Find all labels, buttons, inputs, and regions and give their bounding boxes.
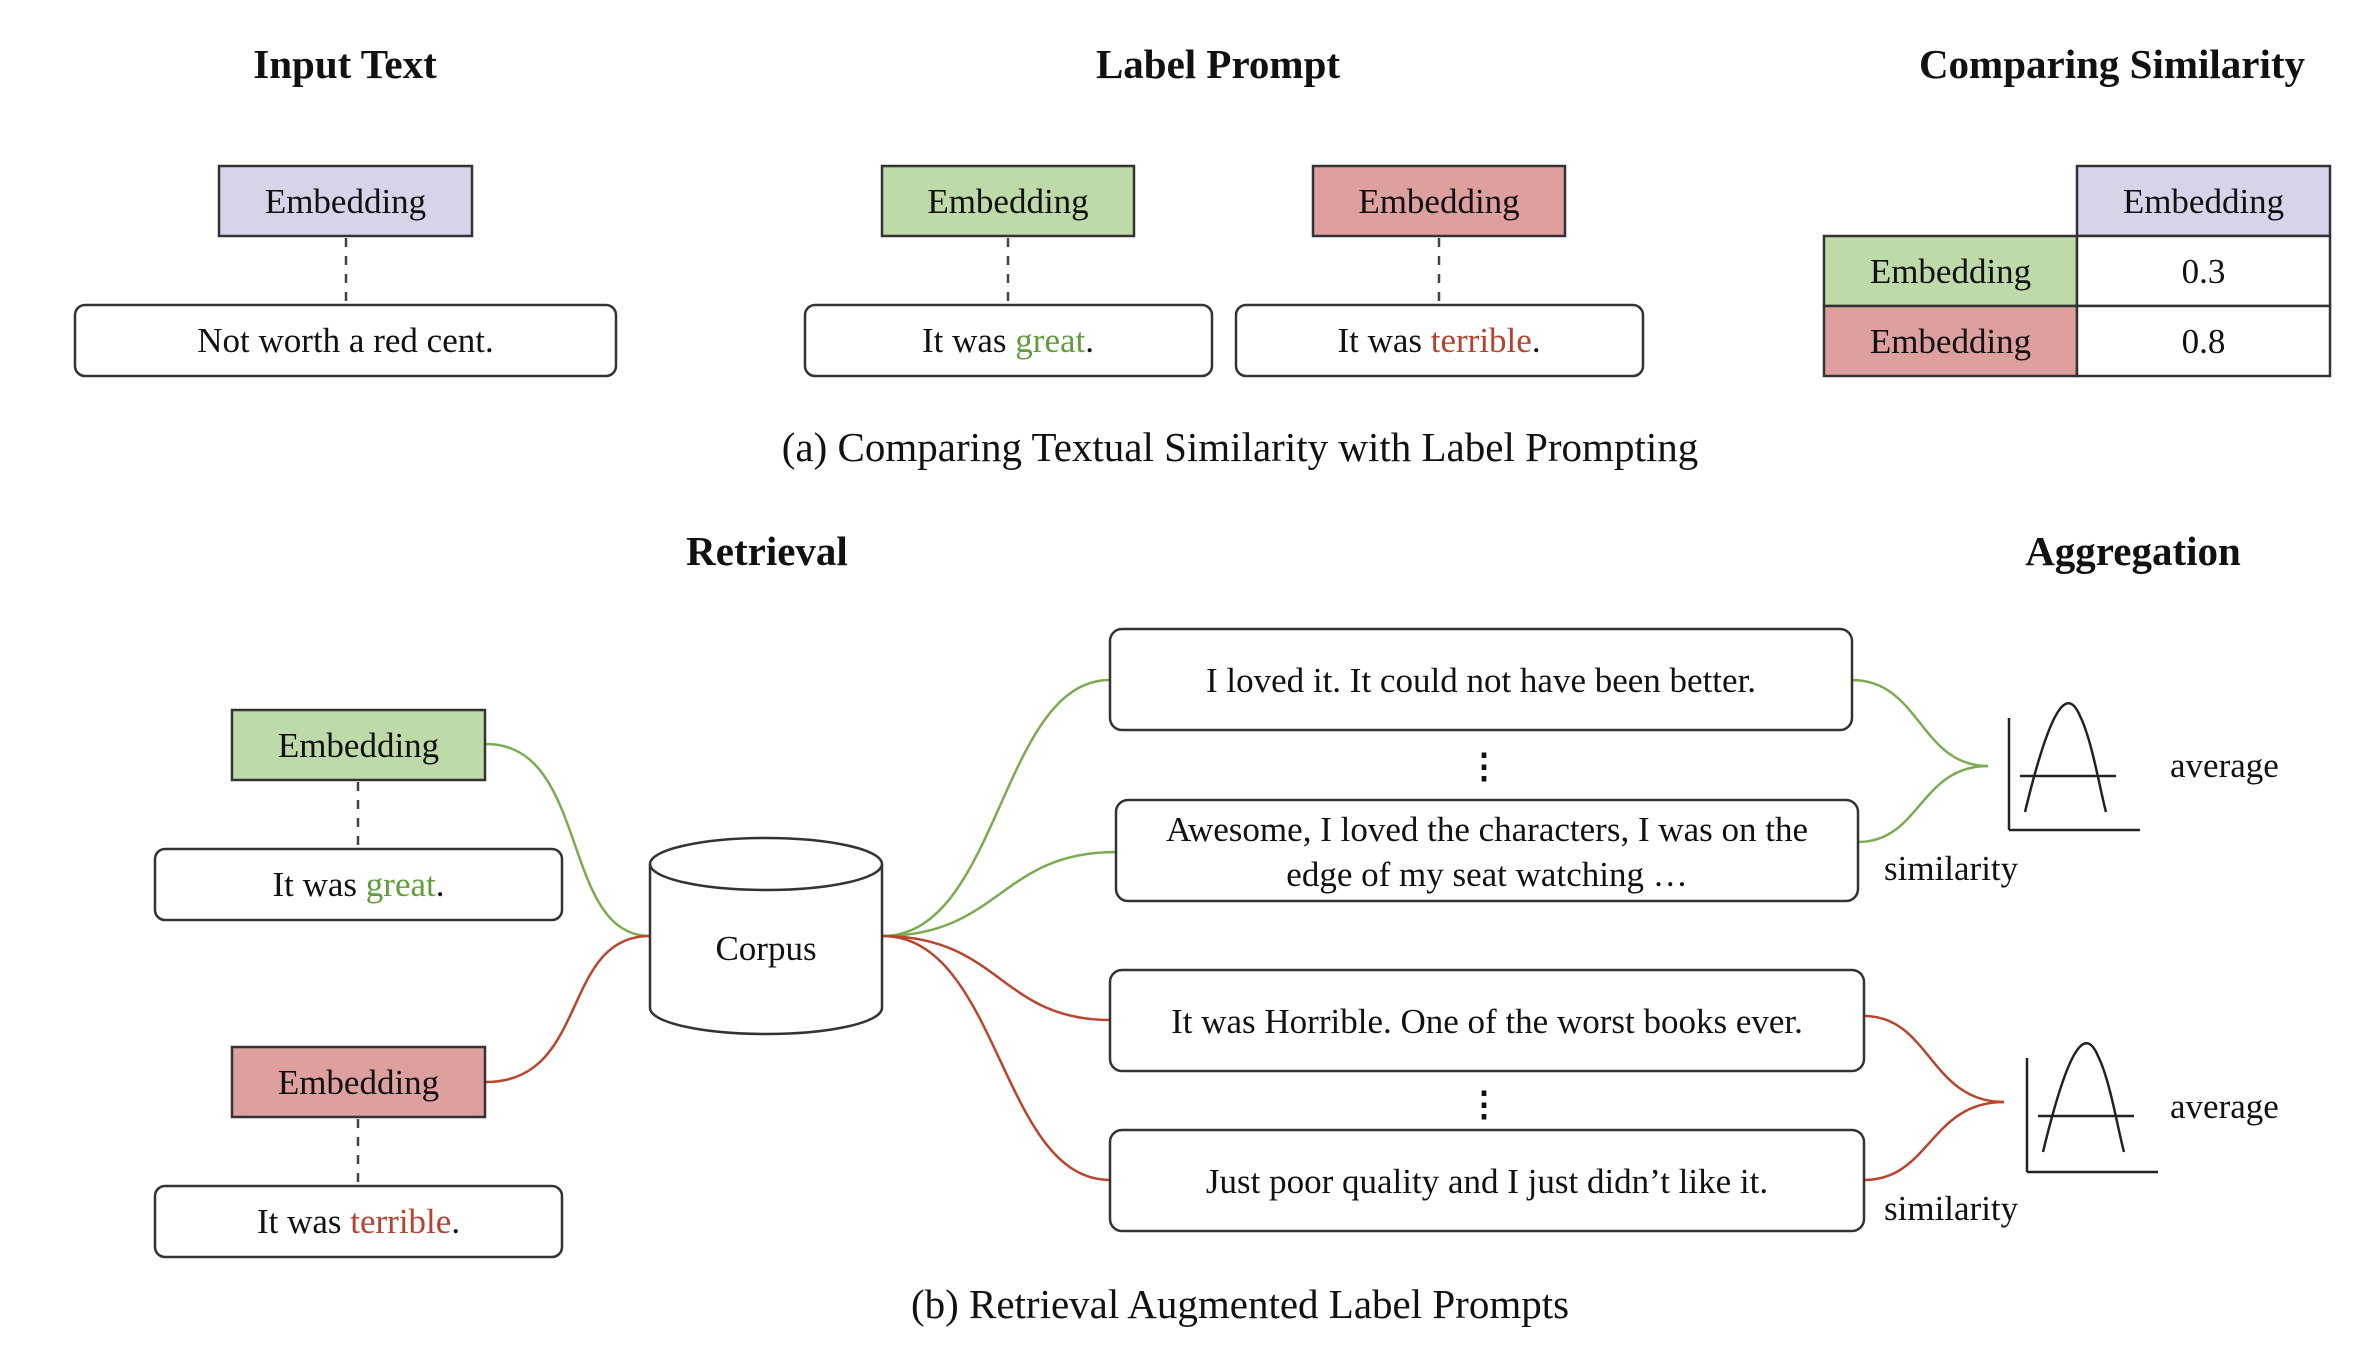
label-terrible-embedding-label: Embedding <box>1358 182 1519 221</box>
table-row-2-label: Embedding <box>1870 322 2031 361</box>
heading-retrieval: Retrieval <box>686 528 848 574</box>
similarity-table: Embedding Embedding 0.3 Embedding 0.8 <box>1822 164 2332 378</box>
retrieval-great-sentence-box <box>153 847 564 922</box>
table-column-header-cell <box>2075 164 2332 238</box>
retrieval-terrible-prefix: It was <box>257 1202 350 1241</box>
curve-terrible-to-corpus <box>485 934 651 1084</box>
retrieval-terrible-suffix: . <box>451 1202 460 1241</box>
label-great-sentence: It was great. <box>922 321 1094 360</box>
positive-retrieval-curves <box>485 678 1989 938</box>
label-terrible-word: terrible <box>1431 321 1532 360</box>
retrieval-great-sentence: It was great. <box>272 865 444 904</box>
input-sentence: Not worth a red cent. <box>197 321 493 360</box>
heading-comparing-similarity: Comparing Similarity <box>1919 41 2306 87</box>
caption-b: (b) Retrieval Augmented Label Prompts <box>911 1281 1569 1327</box>
retrieval-prompt-great-group: Embedding It was great. <box>153 708 564 922</box>
negative-retrieval-curves <box>485 934 2005 1182</box>
positive-distribution-icon <box>2007 702 2140 832</box>
retrieval-great-embedding-label: Embedding <box>278 726 439 765</box>
retrieval-great-word: great <box>366 865 436 904</box>
curve-corpus-to-doc-4 <box>881 934 1111 1182</box>
table-row-1-value-cell <box>2075 234 2332 308</box>
negative-doc-2-box <box>1108 1128 1866 1233</box>
table-row-2-value: 0.8 <box>2182 322 2226 361</box>
positive-doc-2-line-2: edge of my seat watching … <box>1286 855 1687 894</box>
input-text-group: Embedding Not worth a red cent. <box>73 164 618 378</box>
positive-doc-2-box <box>1114 798 1860 903</box>
curve-doc-4-to-agg <box>1863 1100 2005 1182</box>
retrieval-great-prefix: It was <box>272 865 365 904</box>
retrieval-great-suffix: . <box>436 865 445 904</box>
negative-plot-peak-curve <box>2041 1042 2126 1153</box>
positive-aggregation: similarity average <box>1884 702 2279 888</box>
positive-documents: I loved it. It could not have been bette… <box>1108 627 1860 903</box>
positive-similarity-label: similarity <box>1884 849 2019 888</box>
label-terrible-sentence-box <box>1234 303 1645 378</box>
input-embedding-label: Embedding <box>265 182 426 221</box>
negative-doc-1-box <box>1108 968 1866 1073</box>
heading-aggregation: Aggregation <box>2025 528 2241 574</box>
label-great-prefix: It was <box>922 321 1015 360</box>
retrieval-great-embedding-box <box>230 708 487 782</box>
table-row-2-value-cell <box>2075 304 2332 378</box>
positive-average-label: average <box>2170 746 2279 785</box>
negative-average-label: average <box>2170 1087 2279 1126</box>
negative-doc-1-line-1: It was Horrible. One of the worst books … <box>1171 1002 1803 1041</box>
positive-plot-peak-curve <box>2023 702 2108 813</box>
curve-corpus-to-doc-2 <box>881 850 1117 938</box>
label-terrible-embedding-box <box>1311 164 1567 238</box>
table-row-2-label-cell <box>1822 304 2079 378</box>
retrieval-terrible-sentence-box <box>153 1184 564 1259</box>
corpus-cylinder-top <box>648 836 884 892</box>
positive-ellipsis: ⋮ <box>1467 747 1502 786</box>
label-great-word: great <box>1015 321 1085 360</box>
table-row-1-label-cell <box>1822 234 2079 308</box>
table-column-header: Embedding <box>2123 182 2284 221</box>
label-terrible-suffix: . <box>1532 321 1541 360</box>
label-great-sentence-box <box>803 303 1214 378</box>
caption-a: (a) Comparing Textual Similarity with La… <box>782 424 1698 470</box>
table-row-1-value: 0.3 <box>2182 252 2226 291</box>
label-terrible-prefix: It was <box>1337 321 1430 360</box>
input-embedding-box <box>217 164 474 238</box>
retrieval-terrible-embedding-box <box>230 1045 487 1119</box>
positive-doc-1-line-1: I loved it. It could not have been bette… <box>1206 661 1756 700</box>
curve-doc-2-to-agg <box>1857 764 1989 844</box>
positive-doc-1-box <box>1108 627 1854 732</box>
retrieval-terrible-word: terrible <box>350 1202 451 1241</box>
negative-doc-2-line-1: Just poor quality and I just didn’t like… <box>1206 1162 1768 1201</box>
label-terrible-sentence: It was terrible. <box>1337 321 1540 360</box>
input-sentence-box <box>73 303 618 378</box>
corpus-label: Corpus <box>715 929 816 968</box>
corpus-database-icon: Corpus <box>648 836 884 1036</box>
table-row-1-label: Embedding <box>1870 252 2031 291</box>
negative-distribution-icon <box>2025 1042 2158 1174</box>
curve-doc-1-to-agg <box>1851 678 1989 768</box>
retrieval-terrible-embedding-label: Embedding <box>278 1063 439 1102</box>
negative-similarity-label: similarity <box>1884 1189 2019 1228</box>
negative-documents: It was Horrible. One of the worst books … <box>1108 968 1866 1233</box>
curve-corpus-to-doc-3 <box>881 934 1111 1022</box>
curve-corpus-to-doc-1 <box>881 678 1111 938</box>
negative-aggregation: similarity average <box>1884 1042 2279 1228</box>
corpus-cylinder-body <box>648 864 884 1036</box>
label-great-embedding-label: Embedding <box>927 182 1088 221</box>
retrieval-terrible-sentence: It was terrible. <box>257 1202 460 1241</box>
retrieval-prompt-terrible-group: Embedding It was terrible. <box>153 1045 564 1259</box>
heading-input-text: Input Text <box>253 41 437 87</box>
label-great-embedding-box <box>880 164 1136 238</box>
curve-great-to-corpus <box>485 742 651 938</box>
positive-doc-2-line-1: Awesome, I loved the characters, I was o… <box>1166 810 1808 849</box>
label-prompt-great-group: Embedding It was great. <box>803 164 1214 378</box>
label-great-suffix: . <box>1085 321 1094 360</box>
negative-ellipsis: ⋮ <box>1467 1085 1502 1124</box>
heading-label-prompt: Label Prompt <box>1096 41 1340 87</box>
curve-doc-3-to-agg <box>1863 1014 2005 1104</box>
label-prompt-terrible-group: Embedding It was terrible. <box>1234 164 1645 378</box>
